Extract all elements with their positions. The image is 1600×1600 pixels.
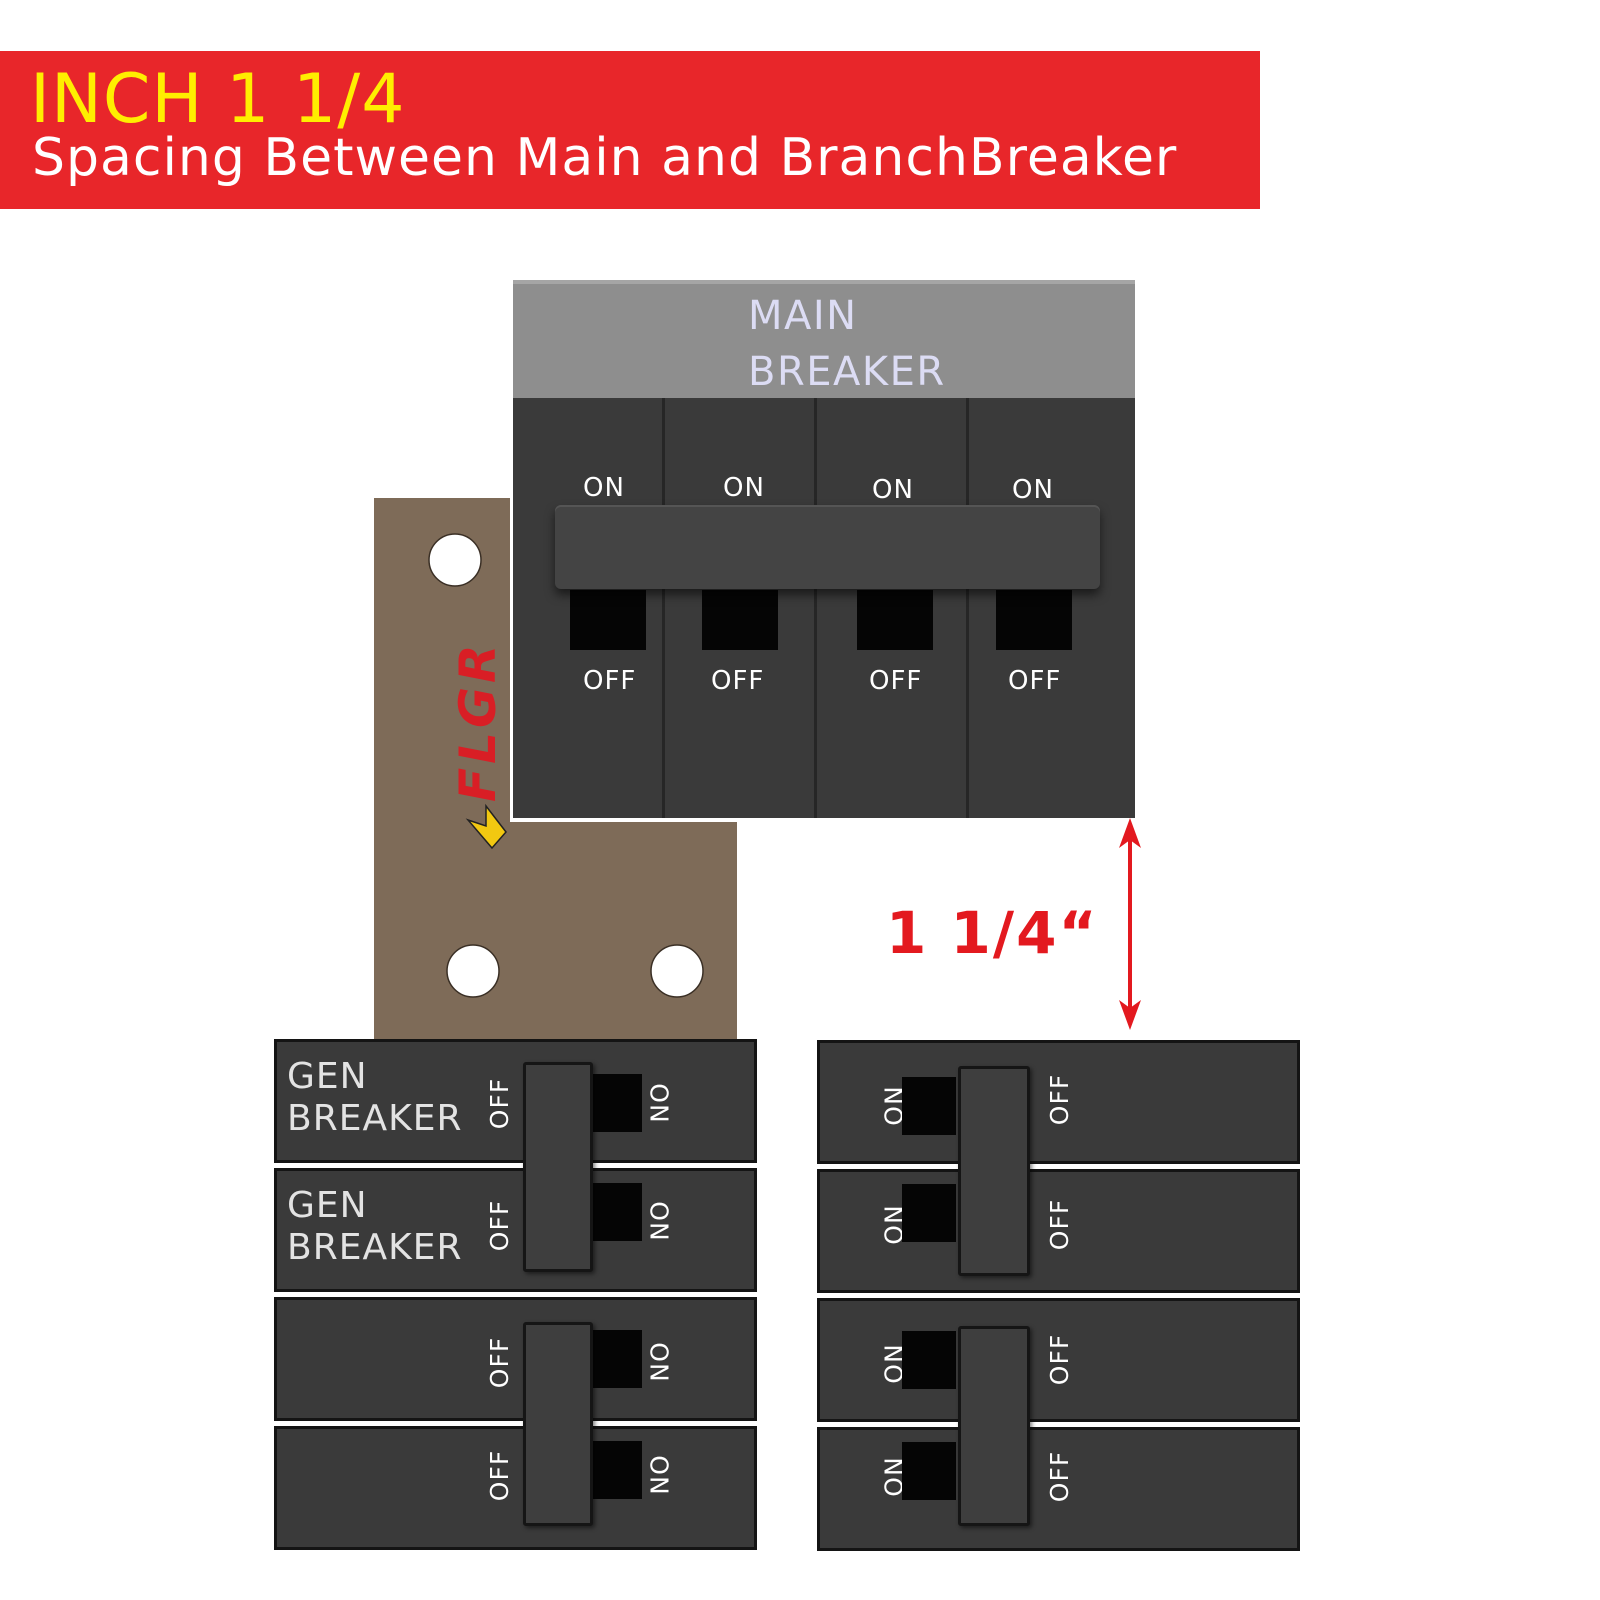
right-breaker-slot: ON OFF — [817, 1040, 1300, 1164]
toggle-stub — [902, 1331, 956, 1389]
toggle-off-label: OFF — [1045, 1333, 1075, 1386]
left-breaker-slot: GEN BREAKER OFF ON — [274, 1039, 757, 1163]
toggle-off-label: OFF — [485, 1077, 515, 1130]
double-arrow-icon — [1119, 818, 1141, 1030]
breaker-label-line1: GEN — [287, 1185, 368, 1226]
pole-off-label: OFF — [583, 666, 637, 696]
pole-on-label: ON — [872, 475, 914, 505]
left-breaker-slot: OFF ON — [274, 1297, 757, 1421]
pole-off-label: OFF — [1008, 666, 1062, 696]
toggle-on-label: ON — [644, 1083, 674, 1124]
pole-on-label: ON — [723, 473, 765, 503]
main-pole: ON OFF — [969, 398, 1121, 818]
main-pole: ON OFF — [817, 398, 969, 818]
toggle-stub — [588, 1330, 642, 1388]
left-tandem-handle[interactable] — [523, 1322, 593, 1526]
header-banner — [0, 51, 1260, 209]
left-tandem-handle[interactable] — [523, 1062, 593, 1272]
toggle-off-label: OFF — [1045, 1073, 1075, 1126]
logo-mark — [465, 803, 507, 850]
left-breaker-slot: OFF ON — [274, 1426, 757, 1550]
breaker-label: GEN BREAKER — [287, 1056, 462, 1140]
toggle-on-label: ON — [644, 1455, 674, 1496]
pole-toggle-stub — [857, 590, 933, 650]
pole-off-label: OFF — [869, 666, 923, 696]
toggle-off-label: OFF — [485, 1199, 515, 1252]
toggle-stub — [902, 1442, 956, 1500]
main-breaker-label: MAIN BREAKER — [748, 288, 946, 400]
right-breaker-slot: ON OFF — [817, 1169, 1300, 1293]
toggle-off-label: OFF — [485, 1449, 515, 1502]
main-pole: ON OFF — [665, 398, 817, 818]
flgr-logo: FLGR — [448, 640, 508, 850]
toggle-stub — [588, 1183, 642, 1241]
main-breaker-handle[interactable] — [555, 505, 1100, 589]
breaker-label-line1: GEN — [287, 1056, 368, 1097]
main-breaker-label-line2: BREAKER — [748, 349, 946, 395]
toggle-on-label: ON — [644, 1342, 674, 1383]
pole-toggle-stub — [570, 590, 646, 650]
toggle-stub — [902, 1184, 956, 1242]
main-breaker-label-line1: MAIN — [748, 293, 858, 339]
toggle-stub — [588, 1074, 642, 1132]
toggle-off-label: OFF — [1045, 1198, 1075, 1251]
right-breaker-slot: ON OFF — [817, 1298, 1300, 1422]
banner-title: INCH 1 1/4 — [30, 60, 406, 139]
bracket-hole — [650, 944, 704, 998]
toggle-off-label: OFF — [485, 1336, 515, 1389]
right-tandem-handle[interactable] — [958, 1066, 1030, 1276]
pole-toggle-stub — [996, 590, 1072, 650]
dimension-label: 1 1/4“ — [886, 899, 1099, 967]
pole-toggle-stub — [702, 590, 778, 650]
bracket-hole — [446, 944, 500, 998]
toggle-on-label: ON — [644, 1201, 674, 1242]
banner-subtitle: Spacing Between Main and BranchBreaker — [32, 128, 1178, 188]
breaker-label-line2: BREAKER — [287, 1227, 463, 1268]
pole-on-label: ON — [583, 473, 625, 503]
breaker-label-line2: BREAKER — [287, 1098, 463, 1139]
right-breaker-slot: ON OFF — [817, 1427, 1300, 1551]
pole-on-label: ON — [1012, 475, 1054, 505]
toggle-off-label: OFF — [1045, 1450, 1075, 1503]
toggle-stub — [902, 1077, 956, 1135]
main-breaker-header — [513, 280, 1135, 398]
pole-off-label: OFF — [711, 666, 765, 696]
left-breaker-slot: GEN BREAKER OFF ON — [274, 1168, 757, 1292]
logo-text: FLGR — [449, 640, 507, 802]
main-pole: ON OFF — [513, 398, 665, 818]
bracket-hole — [428, 533, 482, 587]
breaker-label: GEN BREAKER — [287, 1185, 462, 1269]
toggle-stub — [588, 1441, 642, 1499]
lightning-bolt-icon — [465, 803, 507, 850]
right-tandem-handle[interactable] — [958, 1326, 1030, 1526]
